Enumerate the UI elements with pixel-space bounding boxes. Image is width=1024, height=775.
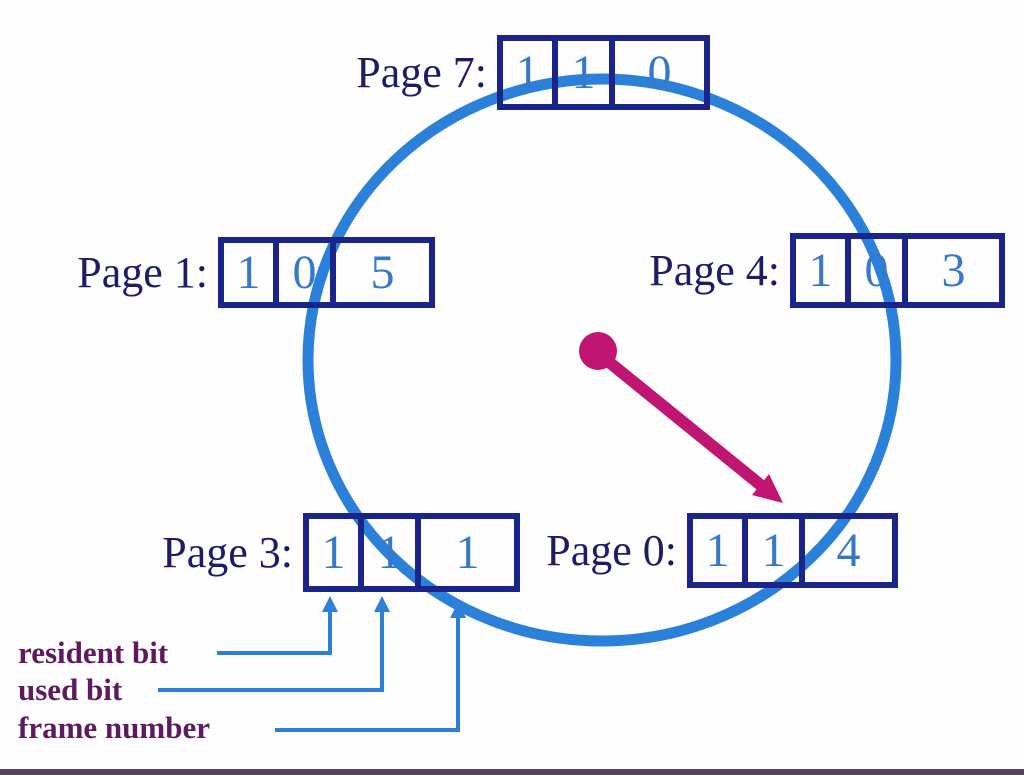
clock-hand-pivot-dot: [579, 332, 617, 370]
clock-hand-shaft: [605, 357, 767, 492]
page-entry-1: Page 1: 1 0 5: [46, 237, 435, 308]
page-1-resident-bit: 1: [236, 245, 261, 299]
legend-resident-bit: resident bit: [18, 635, 169, 670]
page-entry-4: Page 4: 1 0 3: [618, 233, 1005, 308]
page-3-frame-number: 1: [415, 519, 514, 586]
page-0-frame-number: 4: [799, 519, 892, 582]
page-1-frame-number: 5: [330, 243, 429, 302]
page-1-bit-box: 1 0 5: [218, 237, 435, 308]
page-3-resident-bit: 1: [321, 525, 346, 579]
legend-used-bit: used bit: [18, 672, 123, 707]
page-0-used-bit: 1: [742, 519, 799, 582]
clock-hand-arrowhead-icon: [752, 474, 783, 503]
page-3-bit-box: 1 1 1: [303, 513, 520, 592]
page-4-bit-box: 1 0 3: [790, 233, 1005, 308]
page-3-label: Page 3:: [162, 527, 293, 577]
page-4-resident-bit: 1: [808, 243, 833, 297]
page-1-used-bit: 0: [273, 243, 330, 302]
page-4-label: Page 4:: [649, 245, 780, 295]
resident-bit-arrowhead-icon: [322, 596, 338, 612]
page-3-used-bit: 1: [358, 519, 415, 586]
used-bit-arrowhead-icon: [374, 596, 390, 612]
legend-frame-number: frame number: [18, 710, 210, 745]
page-7-label: Page 7:: [356, 47, 487, 97]
page-0-bit-box: 1 1 4: [687, 513, 898, 588]
page-4-used-bit: 0: [845, 239, 902, 302]
page-7-resident-bit: 1: [515, 45, 540, 99]
used-bit-connector-line: [158, 608, 384, 692]
page-1-label: Page 1:: [77, 247, 208, 297]
page-0-label: Page 0:: [546, 525, 677, 575]
frame-number-connector-line: [275, 616, 460, 732]
page-entry-0: Page 0: 1 1 4: [515, 513, 898, 588]
page-7-used-bit: 1: [552, 41, 609, 104]
resident-bit-connector-line: [217, 608, 332, 655]
page-7-frame-number: 0: [609, 41, 704, 104]
page-7-bit-box: 1 1 0: [497, 35, 710, 110]
page-0-resident-bit: 1: [705, 523, 730, 577]
frame-number-arrowhead-icon: [450, 602, 466, 618]
page-entry-7: Page 7: 1 1 0: [325, 35, 710, 110]
page-4-frame-number: 3: [902, 239, 999, 302]
page-entry-3: Page 3: 1 1 1: [131, 513, 520, 592]
video-frame-edge: [0, 769, 1024, 775]
clock-circle: [302, 73, 902, 647]
